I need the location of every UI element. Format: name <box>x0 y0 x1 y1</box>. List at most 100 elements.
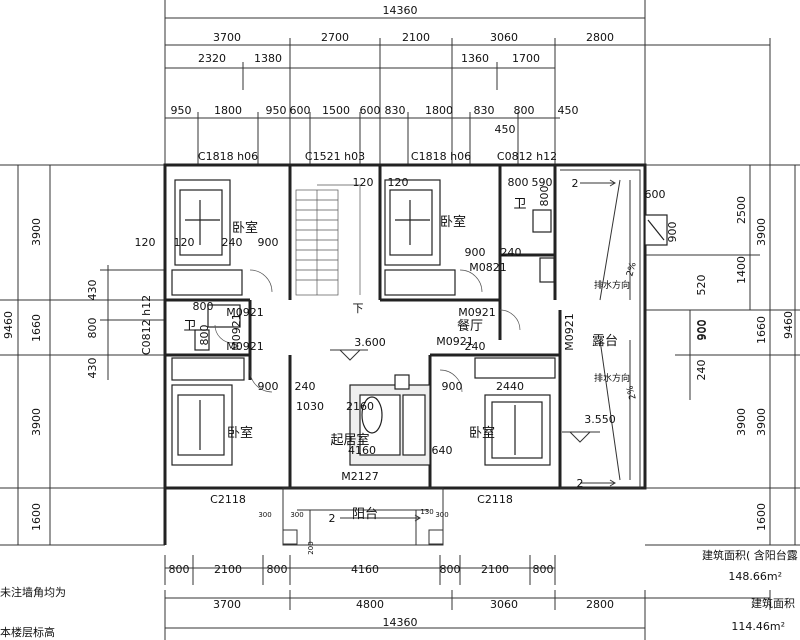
dim-total-bottom: 14360 <box>383 616 418 629</box>
dim-inner: 900 <box>258 380 279 393</box>
dim-bottom-row2: 3700 <box>213 598 241 611</box>
dim-left-small: 800 <box>198 325 211 346</box>
dim-top-row3: 600 <box>290 104 311 117</box>
dim-right-inner: 2500 <box>735 196 748 224</box>
dim-bottom-row2: 4800 <box>356 598 384 611</box>
dim-left-small: 800 <box>86 318 99 339</box>
dim-left-inner: 3900 <box>30 408 43 436</box>
window-tag: C1818 h06 <box>198 150 258 163</box>
dim-right-inner: 520 <box>695 275 708 296</box>
area-label: 建筑面积( 含阳台露 <box>702 548 798 562</box>
dim-inner: 130 <box>420 508 433 516</box>
dim-top-row3: 830 <box>474 104 495 117</box>
dim-top-row3: 830 <box>385 104 406 117</box>
dimension-labels: 14360 3700 2700 2100 3060 2800 2320 1380… <box>2 4 795 629</box>
dim-inner: 240 <box>465 340 486 353</box>
dim-top-row1: 2100 <box>402 31 430 44</box>
dim-right-inner: 3900 <box>735 408 748 436</box>
bed-bottom-right <box>484 394 551 466</box>
dim-inner: 120 <box>388 176 409 189</box>
dim-right-inner: 1600 <box>755 503 768 531</box>
window-tags: C1818 h06 C1521 h03 C1818 h06 C0812 h12 … <box>140 150 557 506</box>
dim-inner: 300 <box>435 511 448 519</box>
room-labels: 卧室 卧室 卧室 卧室 卫 卫 餐厅 露台 起居室 阳台 下 <box>183 197 618 522</box>
dim-inner: 900 <box>258 236 279 249</box>
room-label-terrace: 露台 <box>592 334 618 349</box>
room-label-dining: 餐厅 <box>457 318 483 334</box>
drainage-label: 排水方向 <box>594 372 630 384</box>
staircase <box>295 184 361 296</box>
bed-top-right <box>384 179 441 266</box>
dim-top-row3: 950 <box>266 104 287 117</box>
window-tag: C0812 h12 <box>140 295 153 355</box>
door-tag: M2127 <box>341 470 379 483</box>
dim-top-row3: 1800 <box>214 104 242 117</box>
dim-inner: 4160 <box>348 444 376 457</box>
dim-left-inner: 3900 <box>30 218 43 246</box>
slope-label: 2% <box>625 261 638 278</box>
window-tag: C1521 h03 <box>305 150 365 163</box>
room-label-bedroom: 卧室 <box>232 220 258 236</box>
dim-right-inner2: 3900 <box>755 218 768 246</box>
room-label-bath: 卫 <box>183 319 196 334</box>
area-label: 建筑面积 <box>751 596 795 610</box>
level-markers <box>330 349 600 443</box>
dim-bottom-row1: 4160 <box>351 563 379 576</box>
room-label-bath: 卫 <box>513 197 526 212</box>
dim-inner: 900 <box>465 246 486 259</box>
dim-right-inner2: 3900 <box>755 408 768 436</box>
dim-top-row2: 1360 <box>461 52 489 65</box>
area-summary: 建筑面积( 含阳台露 148.66m² 建筑面积 114.46m² <box>702 548 798 633</box>
slope-mark: 2 <box>572 177 579 190</box>
dim-top-row3: 600 <box>360 104 381 117</box>
dim-right-inner: 1400 <box>735 256 748 284</box>
terrace-outline <box>560 169 641 489</box>
dim-bottom-row1: 800 <box>169 563 190 576</box>
door-tag: M0921 <box>230 313 243 351</box>
level-label: 3.550 <box>584 413 616 426</box>
dim-right-inner: 240 <box>695 360 708 381</box>
dim-inner: 240 <box>295 380 316 393</box>
dim-inner: 300 <box>258 511 271 519</box>
dim-inner: 200 <box>307 541 315 554</box>
drainage-label: 排水方向 <box>594 279 630 291</box>
door-tag: M0921 <box>226 340 264 353</box>
door-tag: M0921 <box>458 306 496 319</box>
dim-bottom-row1: 800 <box>440 563 461 576</box>
door-tag: M0921 <box>436 335 474 348</box>
dim-inner: 640 <box>432 444 453 457</box>
bed-bottom-left <box>171 384 233 466</box>
dim-top-row3: 950 <box>171 104 192 117</box>
room-label-bedroom: 卧室 <box>469 425 495 441</box>
dim-top-row1: 3060 <box>490 31 518 44</box>
dim-inner: 120 <box>174 236 195 249</box>
room-label-living: 起居室 <box>330 432 369 448</box>
bed-top-left <box>174 179 231 266</box>
window-tag: C0812 h12 <box>497 150 557 163</box>
dim-bottom-row1: 2100 <box>481 563 509 576</box>
dim-inner: 120 <box>353 176 374 189</box>
bathroom-fixtures <box>194 209 555 351</box>
dim-inner: 900 <box>442 380 463 393</box>
door-arcs <box>214 269 521 393</box>
slope-mark: 2 <box>577 477 584 490</box>
dim-inner: 300 <box>290 511 303 519</box>
dim-top-row3: 1800 <box>425 104 453 117</box>
dim-right-inner2: 1660 <box>755 316 768 344</box>
dim-inner: 1030 <box>296 400 324 413</box>
dim-bottom-row2: 2800 <box>586 598 614 611</box>
dim-left-inner: 1660 <box>30 314 43 342</box>
dim-top-row1: 2700 <box>321 31 349 44</box>
room-label-bedroom: 卧室 <box>440 214 466 230</box>
level-label: 3.600 <box>354 336 386 349</box>
door-tag: M0921 <box>563 313 576 351</box>
dim-inner: 800 <box>193 300 214 313</box>
dim-top-row2: 1700 <box>512 52 540 65</box>
window-tag: C2118 <box>477 493 513 506</box>
inner-dimension-labels: 120 120 240 900 120 120 900 240 800 590 … <box>135 176 710 555</box>
dim-top-extra: 450 <box>495 123 516 136</box>
dim-left-inner: 1600 <box>30 503 43 531</box>
dim-total-top: 14360 <box>383 4 418 17</box>
dim-top-row3: 800 <box>514 104 535 117</box>
